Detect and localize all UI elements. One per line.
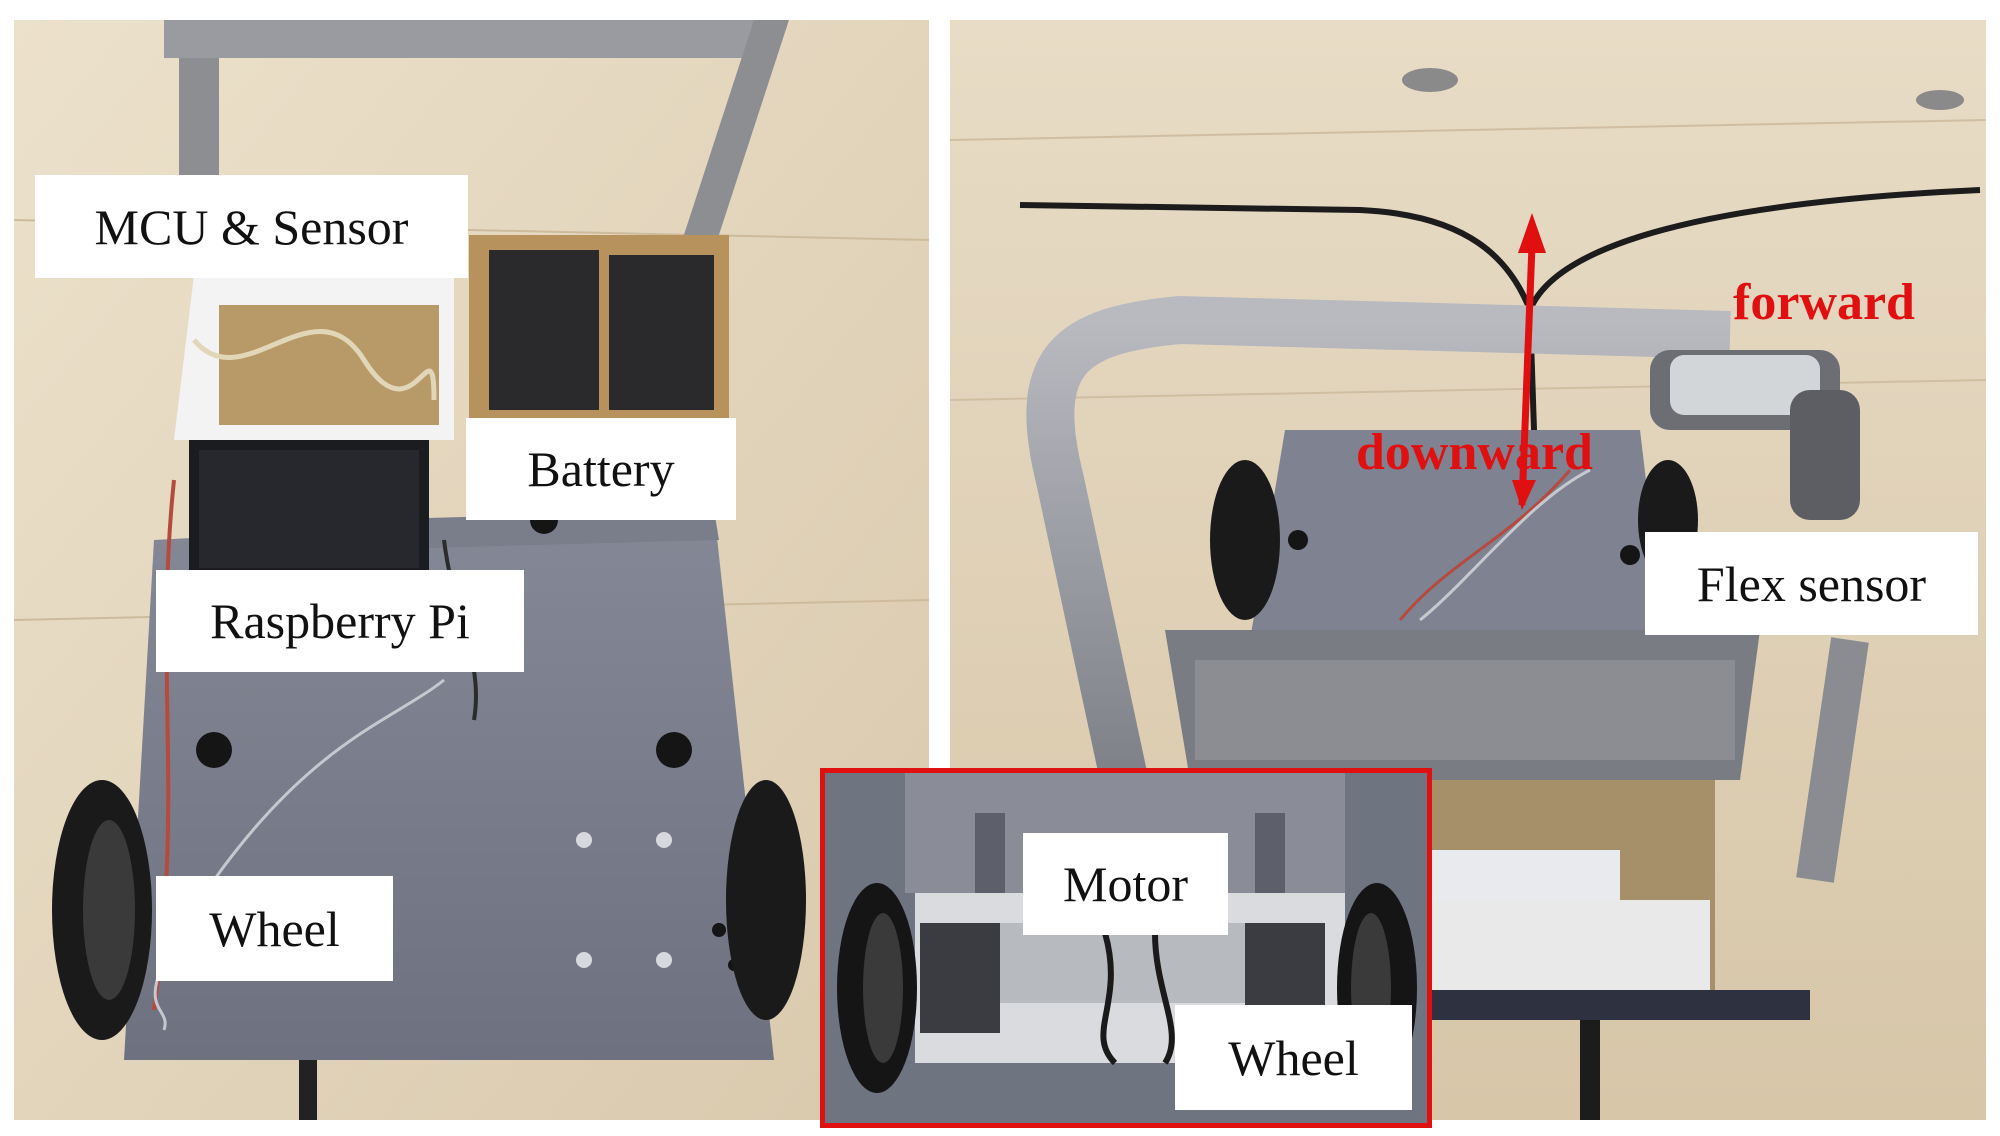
raspberry-pi-label: Raspberry Pi [156,570,524,672]
forward-arrow-icon [1512,213,1546,510]
battery-label: Battery [466,418,736,520]
wheel-label-left: Wheel [156,876,393,981]
wheel-label-inset: Wheel [1175,1005,1412,1110]
forward-annotation: forward [1733,274,1915,331]
downward-annotation: downward [1356,424,1593,481]
mcu-sensor-label: MCU & Sensor [35,175,468,278]
motor-label: Motor [1023,833,1228,935]
flex-sensor-label: Flex sensor [1645,532,1978,635]
